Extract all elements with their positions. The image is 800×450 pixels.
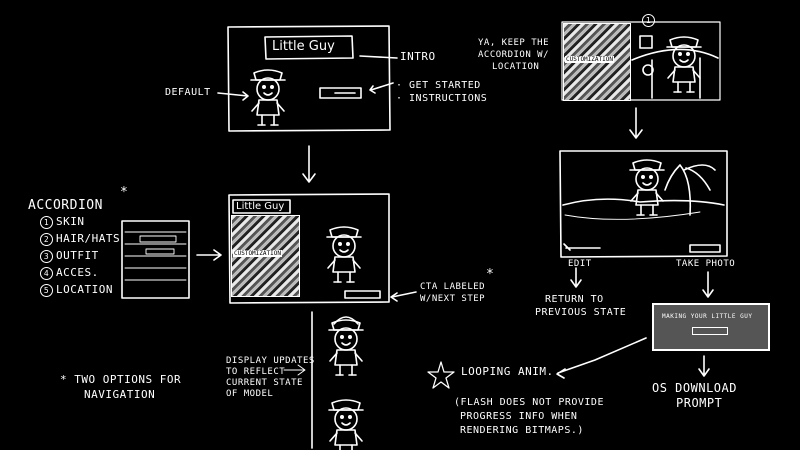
looping-anim-note: LOOPING ANIM. xyxy=(461,365,554,378)
take-photo-label: TAKE PHOTO xyxy=(676,259,736,269)
accordion-item-number: 4 xyxy=(40,267,53,280)
download-box-label: MAKING YOUR LITTLE GUY xyxy=(662,313,753,320)
keep-accordion-note-line2: ACCORDION W/ xyxy=(478,50,550,60)
intro-label: INTRO xyxy=(400,50,436,63)
accordion-item-number: 3 xyxy=(40,250,53,263)
navigation-note-line2: NAVIGATION xyxy=(84,388,156,401)
accordion-star: * xyxy=(120,185,129,200)
customization-swatch-label-top: CUSTOMIZATION xyxy=(565,56,614,63)
accordion-item-label: ACCES. xyxy=(56,266,99,279)
display-note-line2: TO REFLECT xyxy=(226,367,286,377)
instructions-label: · INSTRUCTIONS xyxy=(396,93,488,104)
accordion-item-label: LOCATION xyxy=(56,283,113,296)
default-label: DEFAULT xyxy=(165,87,211,98)
navigation-note-line1: * TWO OPTIONS FOR xyxy=(60,373,182,386)
keep-accordion-note-line1: YA, KEEP THE xyxy=(478,38,550,48)
photo-frame xyxy=(559,150,728,258)
accordion-item-number: 5 xyxy=(40,284,53,297)
accordion-item-label: SKIN xyxy=(56,215,85,228)
character-sketch xyxy=(250,69,286,126)
display-note-line1: DISPLAY UPDATES xyxy=(226,356,315,366)
accordion-item-number: 1 xyxy=(40,216,53,229)
accordion-title: ACCORDION xyxy=(28,198,103,213)
customize-logo: Little Guy xyxy=(236,201,285,212)
accordion-item-label: HAIR/HATS xyxy=(56,232,121,245)
download-progress-bar xyxy=(692,327,728,335)
accordion-panel xyxy=(121,220,190,299)
customization-swatch-label: CUSTOMIZATION xyxy=(233,250,282,257)
return-note-line1: RETURN TO xyxy=(545,294,604,305)
flash-note-line3: RENDERING BITMAPS.) xyxy=(460,425,584,436)
intro-logo: Little Guy xyxy=(272,39,335,54)
download-prompt-line2: PROMPT xyxy=(676,396,723,410)
intro-frame xyxy=(227,25,391,132)
cta-note-line1: CTA LABELED xyxy=(420,282,486,292)
flash-note-line2: PROGRESS INFO WHEN xyxy=(460,411,578,422)
keep-accordion-note-line3: LOCATION xyxy=(492,62,540,72)
cta-note-line2: W/NEXT STEP xyxy=(420,294,486,304)
customize-frame xyxy=(228,193,390,304)
edit-label: EDIT xyxy=(568,259,592,269)
download-progress-box: MAKING YOUR LITTLE GUY xyxy=(652,303,770,351)
display-note-line3: CURRENT STATE xyxy=(226,378,303,388)
display-note-line4: OF MODEL xyxy=(226,389,274,399)
accordion-item-number: 2 xyxy=(40,233,53,246)
flash-note-line1: (FLASH DOES NOT PROVIDE xyxy=(454,397,604,408)
return-note-line2: PREVIOUS STATE xyxy=(535,307,627,318)
get-started-label: · GET STARTED xyxy=(396,80,481,91)
accordion-item-label: OUTFIT xyxy=(56,249,99,262)
cta-star: * xyxy=(486,267,495,282)
step-badge: 1 xyxy=(642,14,655,27)
download-prompt-line1: OS DOWNLOAD xyxy=(652,381,737,395)
